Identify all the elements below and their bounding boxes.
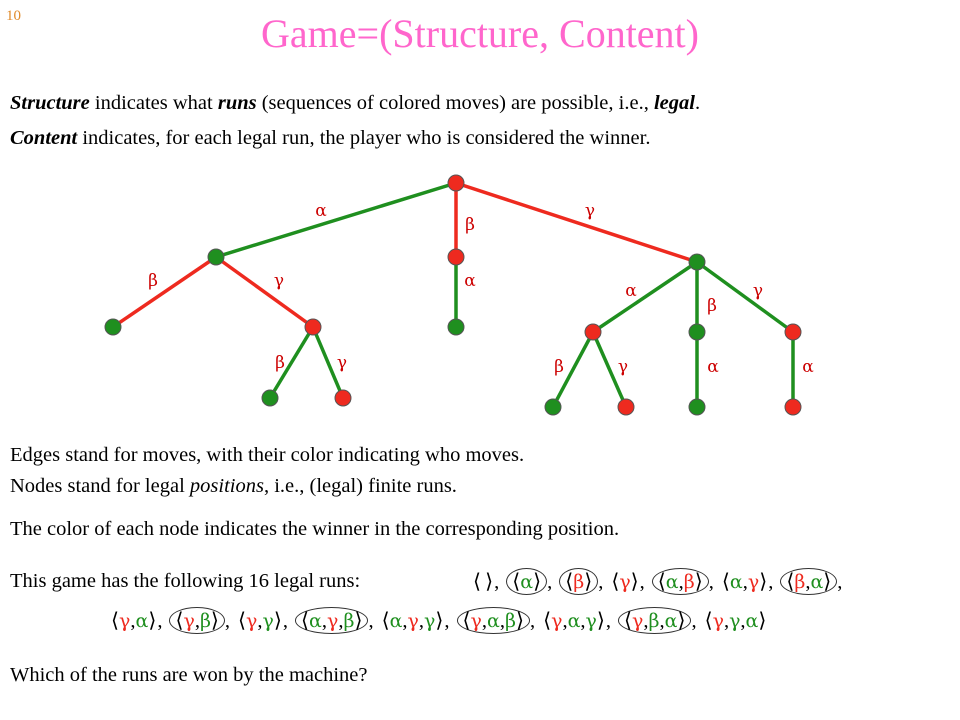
tree-edge-label-ag-agg: γ [337, 353, 347, 373]
tree-edge-ag-agg [311, 326, 345, 399]
tree-edge-label-root-a: α [315, 201, 327, 221]
structure-term: Structure [10, 92, 90, 114]
explanation-line-1: Edges stand for moves, with their color … [10, 444, 525, 466]
tree-edge-label-a-ab: β [148, 271, 158, 291]
runs-intro: This game has the following 16 legal run… [10, 570, 361, 592]
tree-node-gab [544, 398, 562, 416]
tree-node-gba [688, 398, 706, 416]
tree-edge-g-gg [695, 260, 795, 334]
tree-edge-label-g-gg: γ [753, 281, 763, 301]
legal-run-8: ⟨γ,β⟩ [169, 607, 225, 634]
runs-row-1: ⟨ ⟩,⟨α⟩,⟨β⟩,⟨γ⟩,⟨α,β⟩,⟨α,γ⟩,⟨β,α⟩, [472, 568, 849, 595]
legal-run-7: ⟨γ,α⟩ [111, 610, 157, 632]
tree-edge-label-g-gb: β [707, 296, 717, 316]
tree-edge-root-g [455, 181, 698, 264]
explanation-line-2-a: Nodes stand for legal [10, 475, 190, 497]
legal-run-0: ⟨ ⟩ [473, 571, 494, 593]
runs-row-2: ⟨γ,α⟩,⟨γ,β⟩,⟨γ,γ⟩,⟨α,γ,β⟩,⟨α,γ,γ⟩,⟨γ,α,β… [110, 607, 767, 634]
legal-run-12: ⟨γ,α,β⟩ [456, 607, 530, 634]
legal-run-6: ⟨β,α⟩ [780, 568, 838, 595]
explanation-line-3: The color of each node indicates the win… [10, 518, 620, 540]
legal-term: legal [653, 92, 695, 114]
tree-edge-label-ga-gab: β [554, 357, 564, 377]
explanation-line-2-c: , i.e., (legal) finite runs. [263, 475, 457, 497]
tree-edge-label-ag-agb: β [275, 353, 285, 373]
tree-edge-a-ag [214, 255, 315, 329]
tree-edge-label-gb-gba: α [707, 357, 719, 377]
content-term: Content [10, 127, 78, 149]
tree-node-ag [304, 318, 322, 336]
tree-edge-label-b-ba: α [464, 271, 476, 291]
tree-edge-label-ga-gag: γ [618, 357, 628, 377]
tree-node-gg [784, 323, 802, 341]
tree-edge-ga-gab [551, 331, 595, 408]
tree-edge-label-gg-gga: α [802, 357, 814, 377]
intro-line-1-text-a: indicates what [89, 92, 218, 114]
intro-line-1-text-c: . [694, 92, 701, 114]
legal-run-1: ⟨α⟩ [506, 568, 548, 595]
legal-run-2: ⟨β⟩ [559, 568, 599, 595]
tree-edge-ag-agb [268, 326, 315, 399]
tree-edge-label-root-b: β [465, 215, 475, 235]
legal-run-5: ⟨α,γ⟩ [721, 571, 768, 593]
intro-line-1: Structure indicates what runs (sequences… [10, 92, 700, 115]
tree-edge-a-ab [112, 255, 217, 329]
tree-node-a [207, 248, 225, 266]
tree-node-gga [784, 398, 802, 416]
tree-edge-label-root-g: γ [585, 201, 595, 221]
legal-run-3: ⟨γ⟩ [611, 571, 639, 593]
tree-node-b [447, 248, 465, 266]
legal-run-10: ⟨α,γ,β⟩ [295, 607, 369, 634]
legal-run-13: ⟨γ,α,γ⟩ [543, 610, 605, 632]
positions-term: positions [189, 475, 264, 497]
tree-node-root [447, 174, 465, 192]
tree-edge-g-ga [592, 260, 698, 334]
intro-line-1-text-b: (sequences of colored moves) are possibl… [256, 92, 654, 114]
tree-edge-root-a [215, 181, 457, 259]
tree-node-agg [334, 389, 352, 407]
tree-node-g [688, 253, 706, 271]
question: Which of the runs are won by the machine… [10, 664, 368, 686]
tree-node-gb [688, 323, 706, 341]
tree-node-ba [447, 318, 465, 336]
tree-edge-ga-gag [591, 331, 628, 408]
explanation-line-2: Nodes stand for legal positions, i.e., (… [10, 475, 457, 498]
tree-edge-label-g-ga: α [625, 281, 637, 301]
slide-number: 10 [6, 8, 21, 24]
tree-node-gag [617, 398, 635, 416]
legal-run-11: ⟨α,γ,γ⟩ [381, 610, 444, 632]
tree-node-ga [584, 323, 602, 341]
runs-term: runs [217, 92, 257, 114]
tree-edge-label-a-ag: γ [274, 271, 284, 291]
intro-line-2: Content indicates, for each legal run, t… [10, 127, 650, 150]
legal-run-9: ⟨γ,γ⟩ [238, 610, 282, 632]
legal-run-14: ⟨γ,β,α⟩ [618, 607, 692, 634]
tree-node-ab [104, 318, 122, 336]
tree-node-agb [261, 389, 279, 407]
legal-run-15: ⟨γ,γ,α⟩ [704, 610, 767, 632]
slide-title: Game=(Structure, Content) [261, 11, 699, 56]
legal-run-4: ⟨α,β⟩ [651, 568, 709, 595]
intro-line-2-text: indicates, for each legal run, the playe… [77, 127, 651, 149]
